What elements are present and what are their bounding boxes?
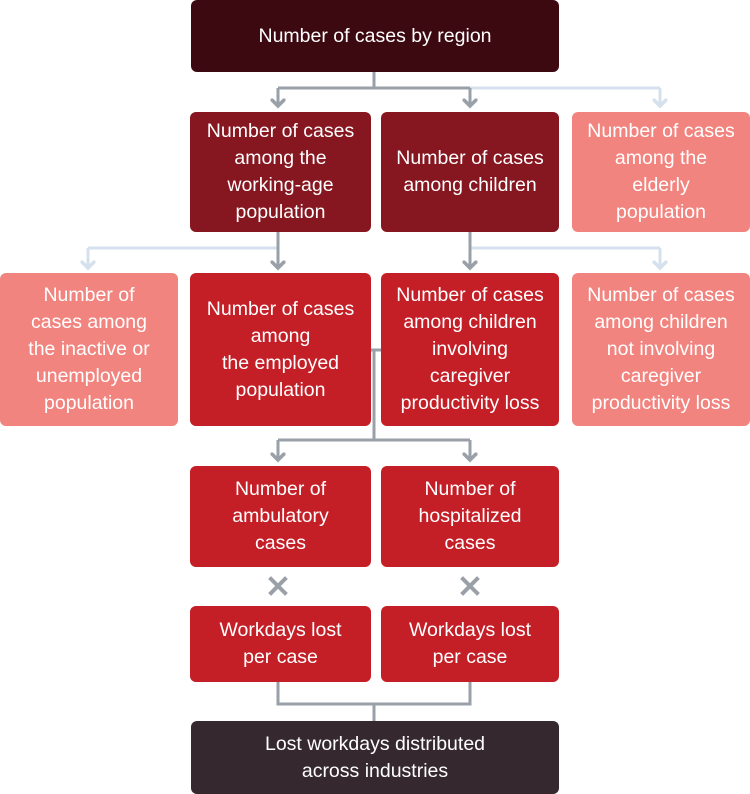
node-children: Number of cases among children (381, 112, 559, 232)
node-lost-workdays-industries: Lost workdays distributed across industr… (191, 721, 559, 794)
node-ambulatory: Number of ambulatory cases (190, 466, 371, 567)
node-hospitalized: Number of hospitalized cases (381, 466, 559, 567)
times-icon (460, 576, 480, 596)
node-employed: Number of cases among the employed popul… (190, 273, 371, 426)
node-children-caregiver-loss: Number of cases among children involving… (381, 273, 559, 426)
node-children-no-caregiver-loss: Number of cases among children not invol… (572, 273, 750, 426)
times-icon (268, 576, 288, 596)
node-workdays-lost-ambulatory: Workdays lost per case (190, 606, 371, 682)
node-working-age: Number of cases among the working-age po… (190, 112, 371, 232)
node-elderly: Number of cases among the elderly popula… (572, 112, 750, 232)
node-workdays-lost-hospitalized: Workdays lost per case (381, 606, 559, 682)
node-cases-by-region: Number of cases by region (191, 0, 559, 72)
connector-workdays-merge (276, 682, 472, 706)
node-inactive-unemployed: Number of cases among the inactive or un… (0, 273, 178, 426)
